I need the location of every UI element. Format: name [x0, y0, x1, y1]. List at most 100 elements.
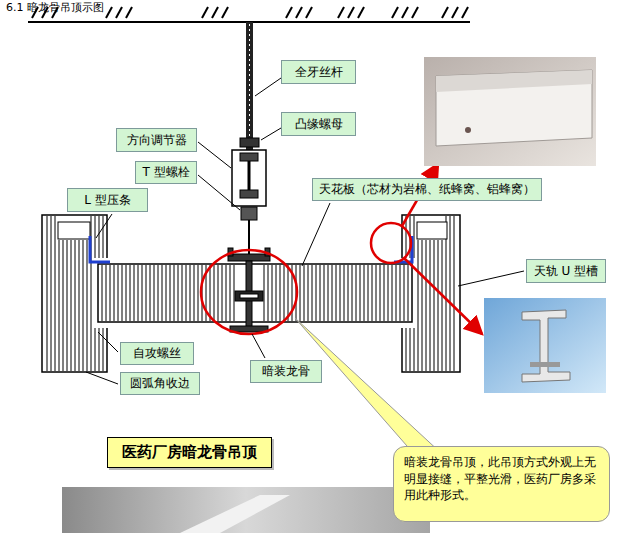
direction-adjuster	[232, 150, 266, 256]
photo-keel-profile	[530, 362, 560, 367]
ceiling-slab	[116, 7, 122, 18]
part-label: 方向调节器	[116, 128, 197, 152]
label-text: 方向调节器	[127, 132, 187, 149]
part-label: T 型螺栓	[135, 161, 197, 184]
ceiling-panel	[98, 264, 412, 322]
leader-line	[255, 78, 281, 96]
bottom-photo	[62, 487, 430, 533]
leader-line	[96, 214, 112, 238]
label-text: 自攻螺丝	[133, 345, 181, 362]
label-text: 凸缘螺母	[295, 116, 343, 133]
ceiling-slab	[392, 7, 398, 18]
part-label: 全牙丝杆	[281, 60, 356, 84]
ceiling-slab	[222, 7, 228, 18]
photo-l-strip	[436, 70, 592, 92]
highlight-circle	[371, 223, 411, 263]
label-text: 圆弧角收边	[130, 375, 190, 392]
bottom-photo	[62, 487, 430, 533]
photo-l-strip	[424, 57, 596, 166]
ceiling-slab	[296, 7, 302, 18]
callout-bubble: 暗装龙骨吊顶，此吊顶方式外观上无明显接缝，平整光滑，医药厂房多采用此种形式。	[393, 446, 610, 522]
ceiling-slab	[202, 7, 208, 18]
section-title: 6.1 暗龙骨吊顶示图	[6, 0, 104, 15]
part-label: 凸缘螺母	[281, 112, 356, 136]
label-text: 暗装龙骨	[262, 363, 310, 380]
part-label: 自攻螺丝	[120, 342, 194, 365]
hidden-keel	[228, 248, 270, 332]
label-text: 天轨 U 型槽	[534, 263, 598, 280]
right-u-channel	[454, 216, 455, 371]
hidden-keel	[228, 254, 270, 261]
threaded-rod	[240, 22, 259, 150]
right-u-channel	[434, 240, 435, 371]
right-u-channel	[417, 222, 447, 239]
direction-adjuster	[248, 161, 251, 190]
ceiling-slab	[412, 7, 418, 18]
photo-l-strip	[465, 127, 471, 133]
threaded-rod	[249, 24, 250, 148]
left-u-channel	[79, 240, 80, 371]
left-u-channel	[67, 240, 68, 371]
label-text: T 型螺栓	[142, 164, 189, 181]
part-label: 圆弧角收边	[120, 372, 200, 395]
leader-line	[86, 372, 118, 384]
ceiling-slab	[212, 7, 218, 18]
left-u-channel	[59, 240, 60, 371]
figure-caption-box: 医药厂房暗龙骨吊顶	[107, 437, 272, 468]
ceiling-panel	[102, 265, 408, 321]
part-label: 天花板（芯材为岩棉、纸蜂窝、铝蜂窝）	[312, 178, 542, 201]
right-u-channel	[426, 240, 427, 371]
left-u-channel	[51, 216, 52, 371]
ceiling-slab	[358, 7, 364, 18]
label-text: 医药厂房暗龙骨吊顶	[122, 443, 257, 462]
ceiling-slab	[338, 7, 344, 18]
right-u-channel	[450, 216, 451, 371]
direction-adjuster	[240, 190, 258, 198]
photo-l-strip	[424, 57, 596, 166]
leader-line	[302, 203, 330, 266]
highlight-circle	[201, 250, 297, 334]
right-u-channel	[418, 240, 419, 371]
ceiling-slab	[286, 7, 292, 18]
left-u-channel	[71, 240, 72, 371]
label-text: 全牙丝杆	[295, 64, 343, 81]
left-u-channel	[63, 240, 64, 371]
label-text: 天花板（芯材为岩棉、纸蜂窝、铝蜂窝）	[319, 181, 535, 198]
leader-line	[261, 128, 281, 140]
direction-adjuster	[232, 150, 266, 206]
hidden-keel	[235, 291, 263, 301]
callout-tail	[295, 318, 442, 454]
leader-line	[198, 175, 240, 210]
ceiling-slab	[442, 7, 448, 18]
leader-line	[98, 332, 118, 352]
threaded-rod	[240, 138, 259, 147]
leader-line	[198, 142, 231, 168]
part-label: L 型压条	[67, 188, 148, 212]
left-u-channel	[75, 240, 76, 371]
ceiling-slab	[452, 7, 458, 18]
right-u-channel	[442, 240, 443, 371]
highlight-circle	[404, 258, 482, 334]
right-u-channel	[430, 240, 431, 371]
part-label: 暗装龙骨	[250, 360, 322, 383]
threaded-rod	[246, 22, 253, 150]
ceiling-slab	[126, 7, 132, 18]
left-u-channel	[83, 240, 84, 371]
hidden-keel	[240, 294, 258, 298]
left-u-channel	[55, 216, 56, 371]
photo-keel-profile	[522, 310, 570, 382]
ceiling-panel	[98, 264, 412, 322]
right-u-channel	[422, 240, 423, 371]
hidden-keel	[230, 326, 268, 332]
ceiling-slab	[462, 7, 468, 18]
right-u-channel	[438, 240, 439, 371]
photo-keel-profile	[484, 298, 606, 393]
label-text: L 型压条	[84, 192, 131, 209]
ceiling-slab	[106, 7, 112, 18]
callout-tail	[295, 318, 442, 454]
left-u-channel	[87, 240, 88, 371]
direction-adjuster	[241, 207, 257, 220]
press-strip	[90, 236, 110, 262]
bottom-photo	[180, 495, 290, 533]
